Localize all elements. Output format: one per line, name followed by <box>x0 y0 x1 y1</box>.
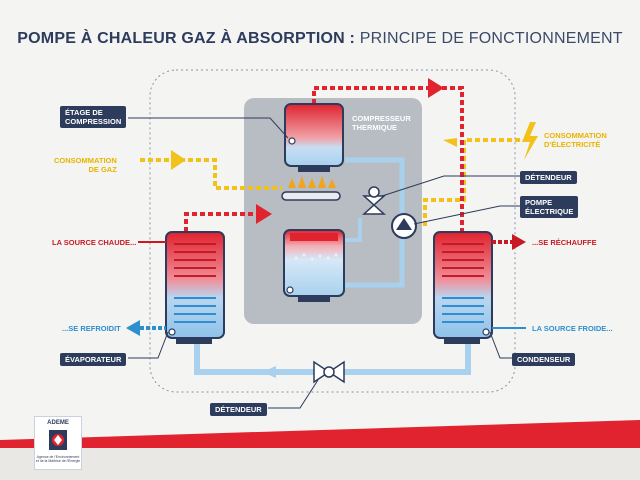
system-outline <box>149 69 516 393</box>
hot-pipe-top <box>312 86 464 232</box>
label-expansion-valve-top: DÉTENDEUR <box>520 171 577 184</box>
hot-arrow-left <box>256 204 272 224</box>
label-cold-source: LA SOURCE FROIDE... <box>532 324 613 333</box>
expansion-valve-top <box>362 186 386 215</box>
ademe-logo-name: ADEME <box>47 420 69 426</box>
leader-detendeur-top <box>381 175 520 197</box>
condenser-unit <box>433 231 493 344</box>
label-evaporator: ÉVAPORATEUR <box>60 353 127 366</box>
gas-line <box>140 158 282 190</box>
label-gas-consumption: CONSOMMATION DE GAZ <box>54 156 117 174</box>
leader-pump <box>413 205 520 225</box>
expansion-valve-bottom <box>313 360 345 384</box>
label-compression-stage: ÉTAGE DE COMPRESSION <box>60 106 127 128</box>
hot-arrow-top <box>428 78 444 98</box>
cold-pipe-bottom <box>194 335 471 375</box>
title-light: PRINCIPE DE FONCTIONNEMENT <box>359 30 623 47</box>
leader-evaporator <box>128 331 169 359</box>
hot-pipe-left <box>184 212 270 232</box>
label-heats-up: ...SE RÉCHAUFFE <box>532 238 597 247</box>
absorber-vessel <box>283 229 345 302</box>
cools-down-arrow <box>126 320 140 336</box>
gas-arrow <box>171 150 186 170</box>
ademe-emblem-icon <box>49 430 67 450</box>
evaporator-unit <box>165 231 225 344</box>
cold-arrow-left <box>262 366 276 378</box>
electricity-arrow <box>443 138 457 147</box>
label-electricity-consumption: CONSOMMATION D'ÉLECTRICITÉ <box>544 131 607 149</box>
ademe-logo: ADEME Agence de l'Environnement et de la… <box>34 416 82 470</box>
pipe-to-bottom-vessel <box>345 218 362 242</box>
bottom-red-band <box>0 420 640 448</box>
leader-detendeur-bottom <box>268 379 319 409</box>
leader-condenser <box>489 331 512 359</box>
label-electric-pump: POMPE ÉLECTRIQUE <box>520 196 579 218</box>
lightning-icon <box>522 122 538 160</box>
page-title: POMPE À CHALEUR GAZ À ABSORPTION : PRINC… <box>0 30 640 48</box>
label-thermal-compressor: COMPRESSEUR THERMIQUE <box>352 114 411 132</box>
compression-vessel <box>284 103 344 172</box>
electric-pump <box>391 213 417 239</box>
title-bold: POMPE À CHALEUR GAZ À ABSORPTION : <box>17 30 356 47</box>
leader-compression <box>128 117 289 139</box>
label-condenser: CONDENSEUR <box>512 353 576 366</box>
label-cools-down: ...SE REFROIDIT <box>62 324 121 333</box>
ademe-logo-caption: Agence de l'Environnement et de la Maîtr… <box>35 455 81 463</box>
heats-up-arrow <box>512 234 526 250</box>
label-expansion-valve-bottom: DÉTENDEUR <box>210 403 267 416</box>
label-hot-source: LA SOURCE CHAUDE... <box>52 238 137 247</box>
bottom-band-light <box>0 448 640 480</box>
electricity-line <box>423 138 520 226</box>
burner <box>281 176 341 201</box>
